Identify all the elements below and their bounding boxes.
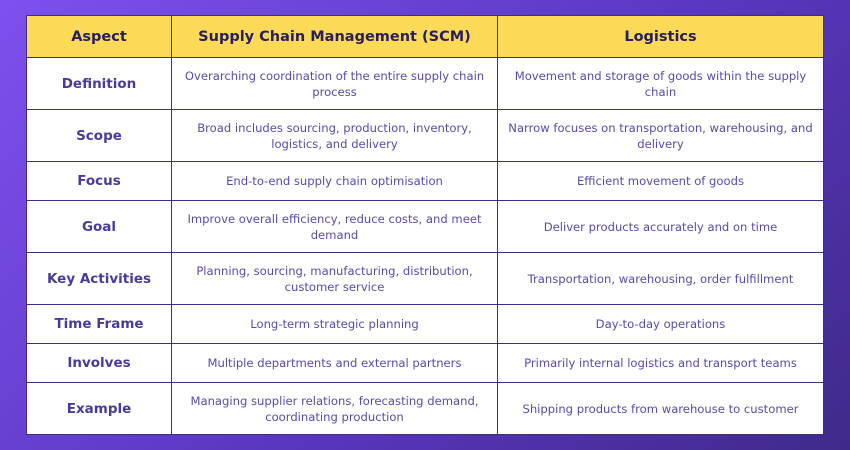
scm-cell: Managing supplier relations, forecasting… bbox=[171, 382, 498, 435]
scm-cell: Overarching coordination of the entire s… bbox=[171, 57, 498, 110]
scm-cell: Planning, sourcing, manufacturing, distr… bbox=[171, 252, 498, 305]
aspect-cell: Scope bbox=[26, 109, 172, 162]
aspect-cell: Key Activities bbox=[26, 252, 172, 305]
scm-cell: Multiple departments and external partne… bbox=[171, 343, 498, 383]
logistics-cell: Efficient movement of goods bbox=[497, 161, 824, 201]
logistics-cell: Transportation, warehousing, order fulfi… bbox=[497, 252, 824, 305]
aspect-cell: Example bbox=[26, 382, 172, 435]
aspect-cell: Involves bbox=[26, 343, 172, 383]
logistics-cell: Shipping products from warehouse to cust… bbox=[497, 382, 824, 435]
logistics-cell: Primarily internal logistics and transpo… bbox=[497, 343, 824, 383]
header-logistics: Logistics bbox=[497, 15, 824, 58]
header-scm: Supply Chain Management (SCM) bbox=[171, 15, 498, 58]
scm-cell: Long-term strategic planning bbox=[171, 304, 498, 344]
scm-cell: Improve overall efficiency, reduce costs… bbox=[171, 200, 498, 253]
aspect-cell: Goal bbox=[26, 200, 172, 253]
logistics-cell: Movement and storage of goods within the… bbox=[497, 57, 824, 110]
aspect-cell: Definition bbox=[26, 57, 172, 110]
aspect-cell: Time Frame bbox=[26, 304, 172, 344]
header-aspect: Aspect bbox=[26, 15, 172, 58]
logistics-cell: Deliver products accurately and on time bbox=[497, 200, 824, 253]
header-row: Aspect Supply Chain Management (SCM) Log… bbox=[26, 15, 824, 58]
aspect-cell: Focus bbox=[26, 161, 172, 201]
scm-cell: Broad includes sourcing, production, inv… bbox=[171, 109, 498, 162]
scm-cell: End-to-end supply chain optimisation bbox=[171, 161, 498, 201]
logistics-cell: Day-to-day operations bbox=[497, 304, 824, 344]
logistics-cell: Narrow focuses on transportation, wareho… bbox=[497, 109, 824, 162]
comparison-table: Aspect Supply Chain Management (SCM) Log… bbox=[26, 15, 824, 435]
